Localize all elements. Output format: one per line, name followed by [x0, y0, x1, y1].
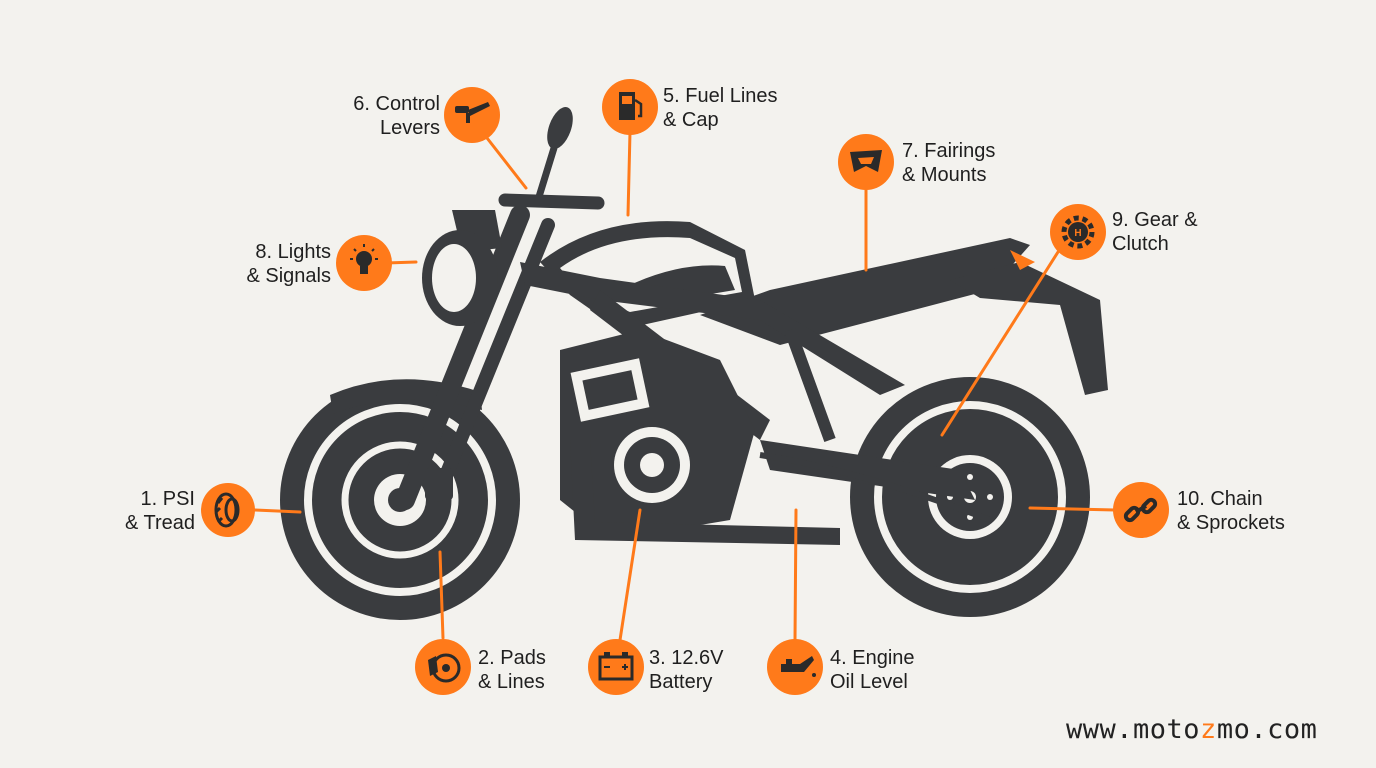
label-fairings-line1: 7. Fairings: [902, 140, 996, 162]
label-brakes-line1: 2. Pads: [478, 647, 546, 669]
callout-lights: [336, 235, 392, 291]
label-battery-line1: 3. 12.6V: [649, 647, 724, 669]
svg-text:H: H: [1074, 228, 1081, 239]
chain-link-icon: [1123, 497, 1158, 523]
label-levers-line1: 6. Control: [353, 93, 440, 115]
label-battery: 3. 12.6V Battery: [649, 646, 724, 694]
callout-tire: [201, 483, 255, 537]
label-lights-line1: 8. Lights: [255, 241, 331, 263]
url-prefix: www.moto: [1066, 714, 1201, 745]
tire-icon: [214, 492, 240, 528]
label-chain-line2: & Sprockets: [1177, 512, 1285, 534]
label-brakes-line2: & Lines: [478, 671, 545, 693]
fairing-icon: [850, 150, 882, 172]
label-battery-line2: Battery: [649, 671, 713, 693]
gear-icon: H: [1061, 215, 1095, 249]
callout-fairings: [838, 134, 894, 190]
fuel-pump-icon: [619, 92, 643, 120]
label-levers-line2: Levers: [379, 117, 440, 139]
callout-battery: [588, 639, 644, 695]
brake-disc-icon: [428, 653, 461, 683]
label-lights-line2: & Signals: [246, 265, 332, 287]
label-oil-line2: Oil Level: [830, 671, 908, 693]
callout-fuel: [602, 79, 658, 135]
website-url: www.motozmo.com: [1066, 714, 1317, 745]
handlebar-lever-icon: [455, 102, 490, 123]
label-gear-line1: 9. Gear &: [1112, 209, 1198, 231]
callout-levers: [444, 87, 500, 143]
callout-gear: H: [1050, 204, 1106, 260]
label-fairings-line2: & Mounts: [902, 164, 987, 186]
callout-leaders: [253, 130, 1117, 642]
label-fairings: 7. Fairings & Mounts: [902, 139, 995, 187]
callout-oil: [767, 639, 823, 695]
label-lights: 8. Lights & Signals: [210, 240, 332, 288]
battery-icon: [598, 652, 634, 681]
label-fuel-line2: & Cap: [663, 109, 719, 131]
label-oil: 4. Engine Oil Level: [830, 646, 915, 694]
oil-can-icon: [781, 656, 816, 677]
label-tire-line1: 1. PSI: [140, 488, 195, 510]
motorcycle-silhouette: [280, 106, 1108, 620]
label-chain: 10. Chain & Sprockets: [1177, 487, 1285, 535]
callout-brakes: [415, 639, 471, 695]
callout-chain: [1113, 482, 1169, 538]
label-levers: 6. Control Levers: [320, 92, 440, 140]
label-gear: 9. Gear & Clutch: [1112, 208, 1198, 256]
label-tire: 1. PSI & Tread: [100, 487, 195, 535]
label-brakes: 2. Pads & Lines: [478, 646, 546, 694]
url-accent: z: [1200, 714, 1217, 745]
label-tire-line2: & Tread: [124, 512, 195, 534]
label-oil-line1: 4. Engine: [830, 647, 915, 669]
light-bulb-icon: [350, 244, 378, 274]
label-fuel-line1: 5. Fuel Lines: [663, 85, 778, 107]
label-chain-line1: 10. Chain: [1177, 488, 1263, 510]
url-suffix: mo.com: [1216, 714, 1318, 745]
label-gear-line2: Clutch: [1112, 233, 1169, 255]
label-fuel: 5. Fuel Lines & Cap: [663, 84, 778, 132]
